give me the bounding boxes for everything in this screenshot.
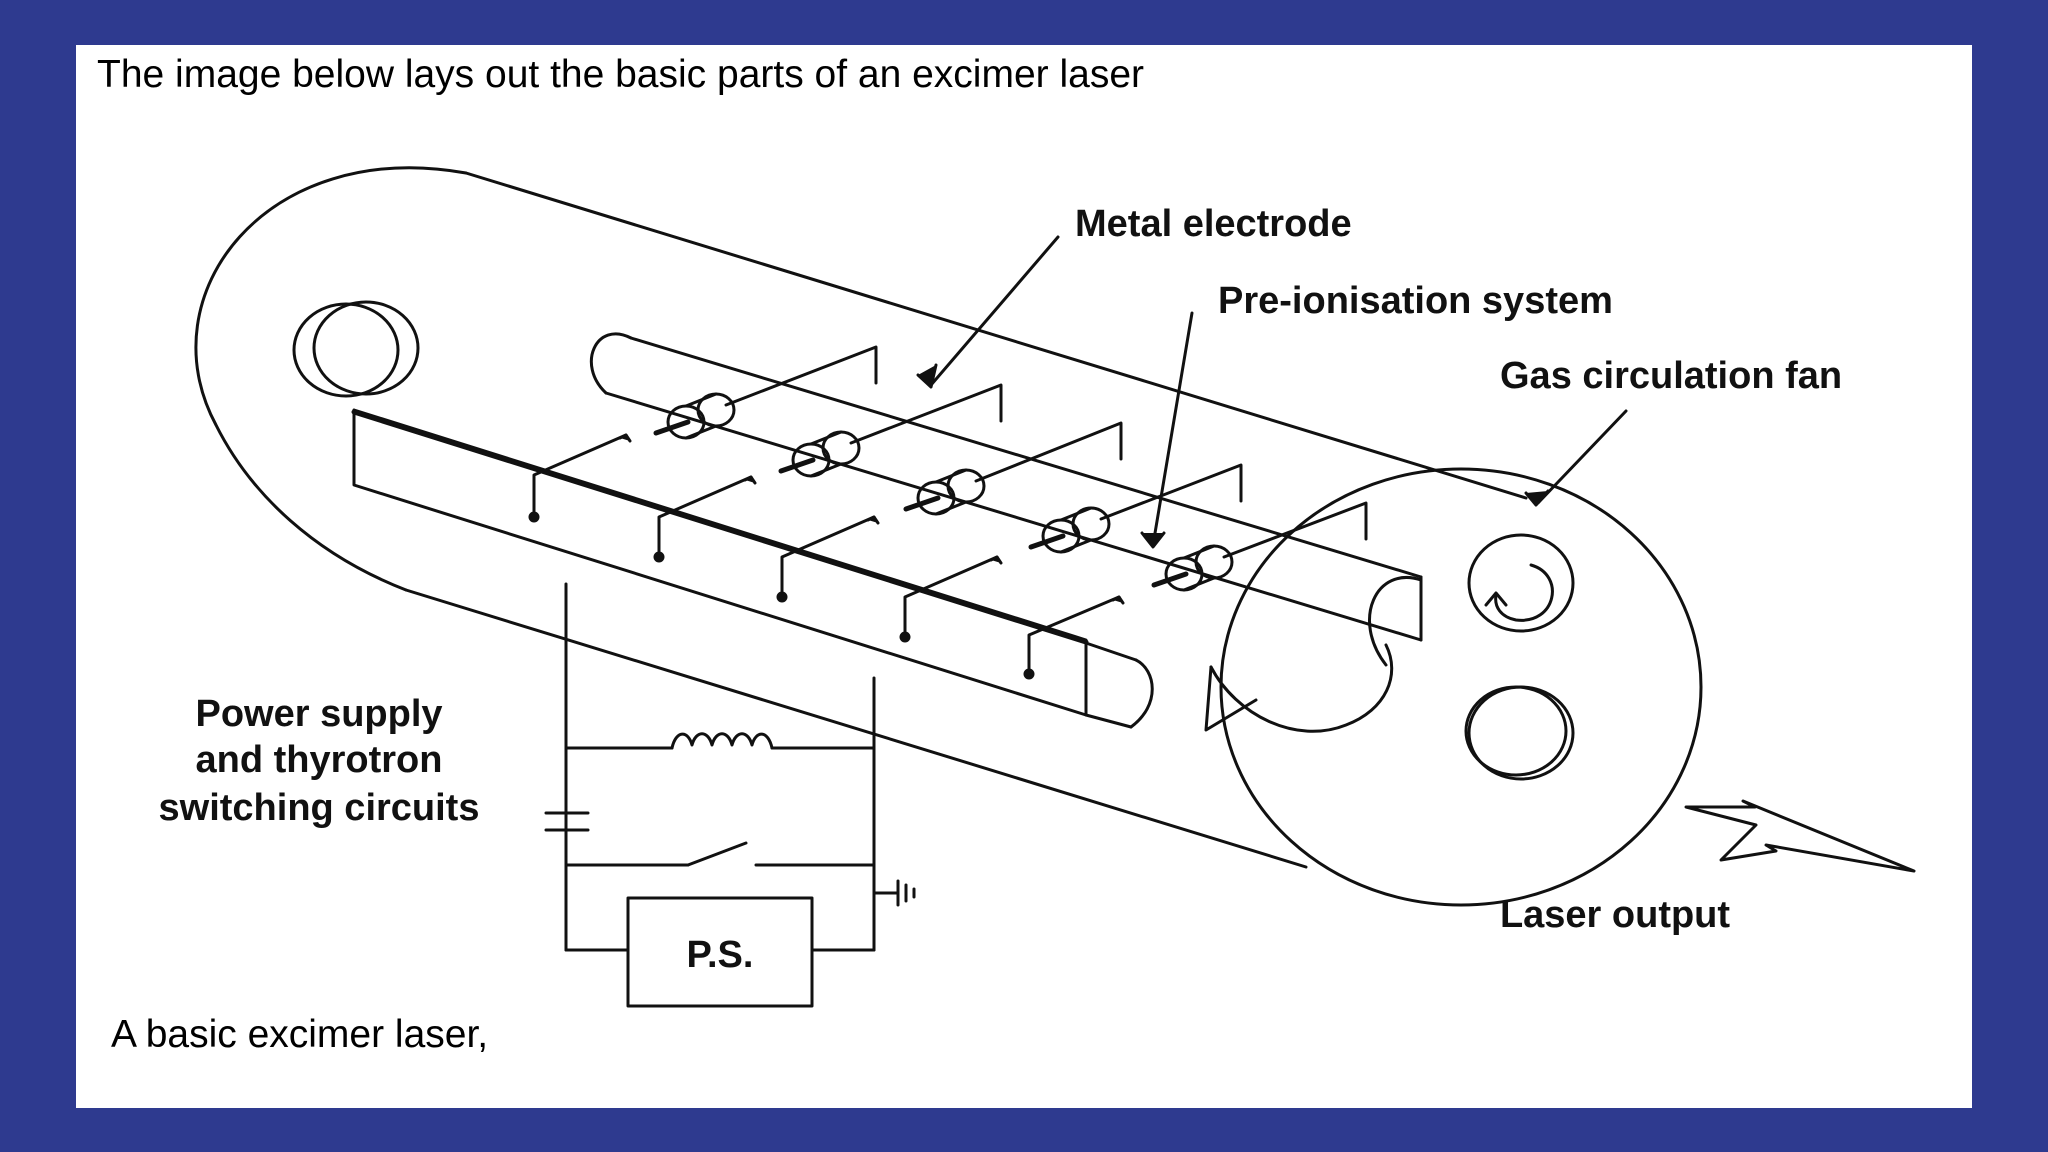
gas-circulation-fan [1467,533,1575,633]
pre-ionisation-pins [528,433,1125,680]
slide-caption: A basic excimer laser, [111,1013,489,1056]
excimer-laser-diagram: Metal electrode Pre-ionisation system Ga… [159,166,1916,1008]
metal-electrode-lower [351,408,1154,729]
output-window [1464,685,1575,781]
gas-flow-arrow [1204,643,1394,733]
label-switching-circuits: switching circuits [159,787,480,829]
slide-title: The image below lays out the basic parts… [97,53,1145,96]
slide-panel: The image below lays out the basic parts… [76,45,1972,1108]
metal-electrode-upper [589,332,1423,667]
pre-ionisation-tubes [653,345,1368,592]
laser-output-arrow [1684,799,1916,873]
laser-tube [194,166,1703,907]
leader-arrows [916,235,1628,549]
label-power-supply: Power supply [195,693,442,735]
label-pre-ionisation-system: Pre-ionisation system [1218,280,1613,322]
label-gas-circulation-fan: Gas circulation fan [1500,355,1842,397]
label-thyrotron: and thyrotron [196,739,443,781]
power-supply-circuit [544,582,916,1008]
label-laser-output: Laser output [1500,894,1730,936]
rear-window [292,300,420,398]
label-metal-electrode: Metal electrode [1075,203,1352,245]
label-ps-box: P.S. [687,934,754,976]
